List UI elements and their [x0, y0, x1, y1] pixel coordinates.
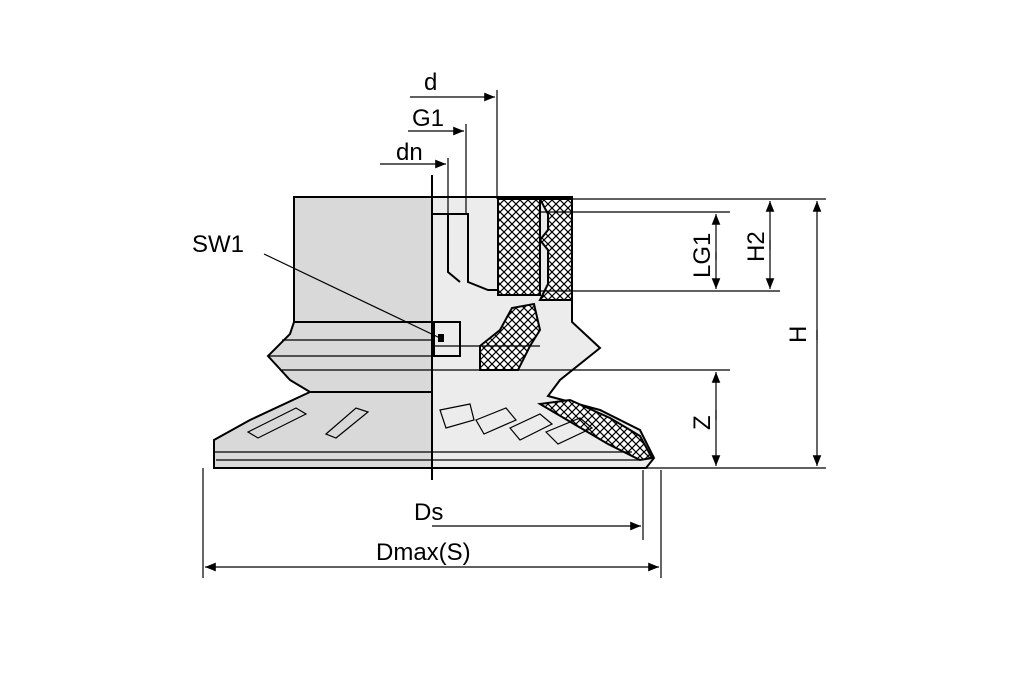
label-d: d: [424, 69, 437, 96]
dimension-ds: Ds: [414, 470, 644, 540]
label-lg1: LG1: [689, 233, 716, 278]
label-h: H: [785, 326, 812, 343]
dimension-dmax: Dmax(S): [202, 468, 662, 578]
dimension-lg1: LG1: [689, 214, 721, 289]
rib-left-2: [324, 407, 370, 439]
bellow-fold: [266, 321, 433, 393]
dimension-dn: dn: [380, 139, 449, 214]
dimension-z: Z: [689, 372, 721, 466]
label-dn: dn: [396, 139, 423, 166]
label-dmax: Dmax(S): [376, 539, 471, 566]
dimension-h: H: [785, 201, 822, 466]
exterior-view: [213, 196, 433, 469]
dimension-d: d: [410, 69, 498, 199]
threaded-insert-hatch: [497, 198, 541, 296]
sealing-lip: [213, 391, 433, 469]
label-h2: H2: [743, 231, 770, 262]
dimension-sw1: SW1: [192, 231, 441, 339]
label-sw1: SW1: [192, 231, 244, 258]
inner-bore: [432, 213, 498, 291]
label-g1: G1: [412, 105, 444, 132]
rib-left-1: [246, 407, 308, 439]
hex-socket: [433, 321, 461, 357]
section-view: [431, 196, 730, 469]
rubber-outer-hatch: [538, 198, 573, 301]
dimension-g1: G1: [408, 105, 467, 214]
label-ds: Ds: [414, 499, 443, 526]
dimension-h2: H2: [743, 201, 775, 289]
upper-cylinder: [293, 196, 433, 323]
label-z: Z: [689, 415, 716, 430]
